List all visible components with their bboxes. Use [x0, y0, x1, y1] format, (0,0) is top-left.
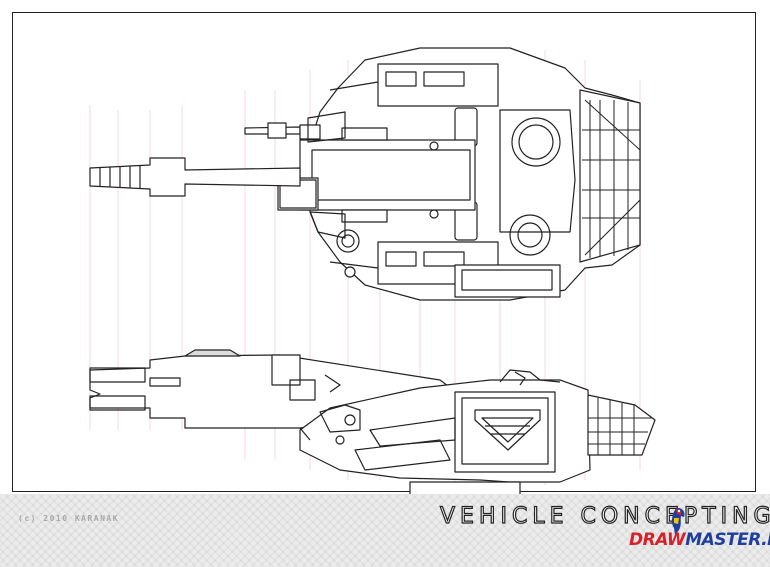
- side-armor-panel: [454, 391, 556, 473]
- parrot-logo-icon: [671, 507, 685, 535]
- top-coax-gun: [244, 122, 321, 140]
- top-rear-basket: [579, 89, 641, 263]
- copyright-text: (c) 2010 KARANAK: [18, 514, 120, 523]
- top-main-gun: [89, 157, 301, 197]
- sheet-title: VEHICLE CONCEPTING: [439, 504, 770, 529]
- footer-band: [0, 494, 770, 567]
- side-view: [89, 349, 656, 497]
- top-periscope: [336, 229, 360, 253]
- top-view: [89, 47, 641, 301]
- top-panel-upper: [377, 63, 499, 107]
- top-cupola-small: [509, 214, 551, 256]
- brand-part-master: MASTER.RU: [685, 530, 770, 550]
- brand-part-draw: DRAW: [629, 530, 686, 550]
- brand-logo-text[interactable]: DRAWMASTER.RU: [629, 530, 770, 550]
